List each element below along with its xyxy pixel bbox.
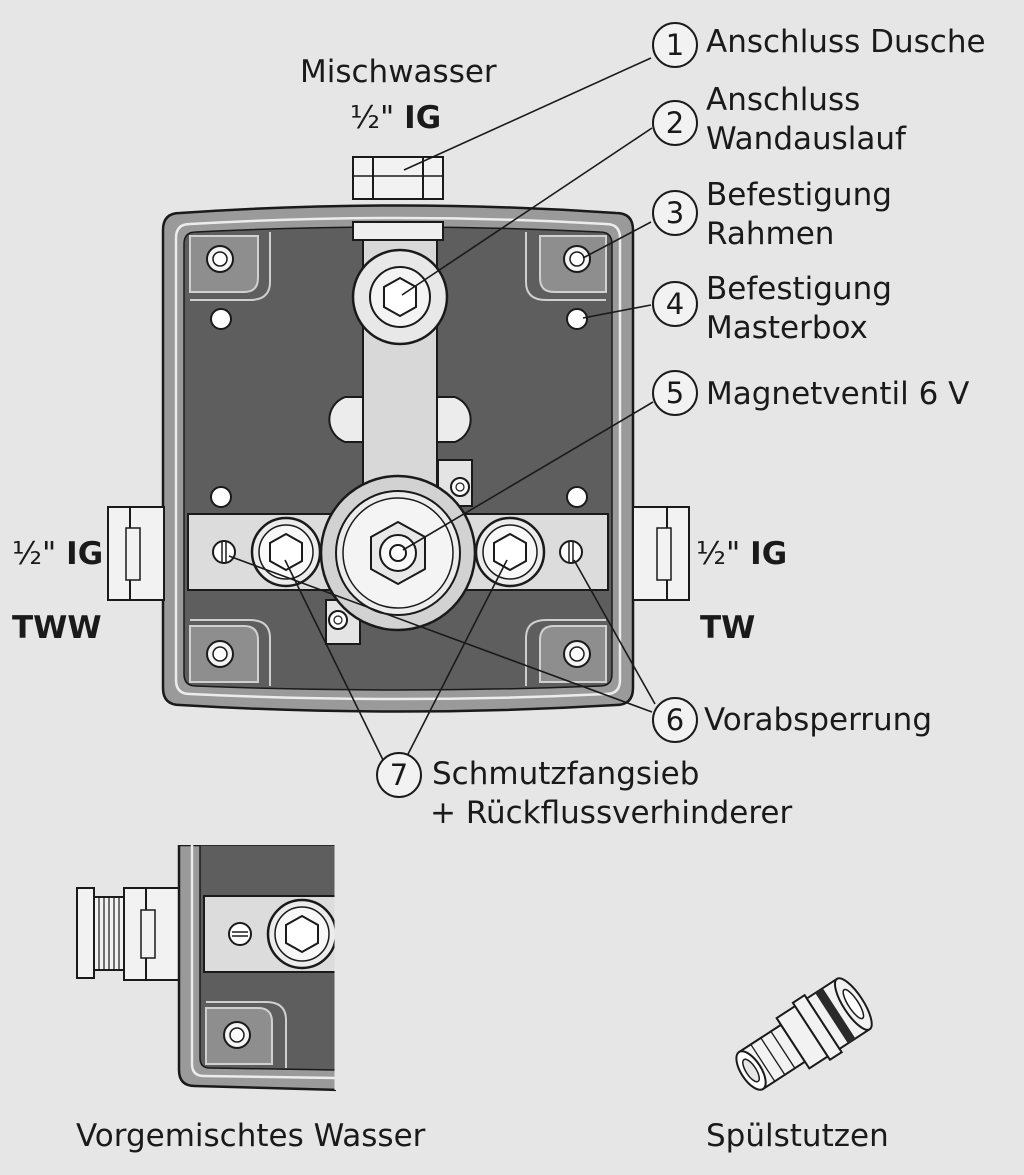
leader-lines <box>228 57 656 763</box>
caption-flushing-nozzle: Spülstutzen <box>706 1118 889 1154</box>
right-connection-thread: ½" IG <box>696 534 787 574</box>
callout-3-text-line1: Befestigung <box>706 177 892 213</box>
top-thread-unit: IG <box>404 100 442 136</box>
callout-4-text-line2: Masterbox <box>706 310 868 346</box>
frame-screws <box>206 245 591 668</box>
solenoid-valve <box>319 459 477 645</box>
right-connection-name: TW <box>700 610 756 646</box>
callout-5-number: 5 <box>652 370 698 416</box>
left-connection-thread: ½" IG <box>12 534 103 574</box>
callout-6-text: Vorabsperrung <box>704 702 933 738</box>
callout-2-text-line2: Wandauslauf <box>706 121 906 157</box>
right-thread-unit: IG <box>750 536 788 572</box>
left-thread-unit: IG <box>66 536 104 572</box>
callout-1-text: Anschluss Dusche <box>706 24 986 60</box>
threaded-nipple <box>76 887 181 981</box>
callout-2-text-line1: Anschluss <box>706 82 861 118</box>
callout-7-text-line2: + Rückflussverhinderer <box>430 795 793 831</box>
top-thread-fraction: ½" <box>350 100 395 136</box>
left-thread-fraction: ½" <box>12 536 57 572</box>
left-inlet-fitting <box>107 506 165 601</box>
masterbox-holes <box>210 308 588 508</box>
callout-3-number: 3 <box>652 190 698 236</box>
callout-2-number: 2 <box>652 100 698 146</box>
shutoff-screws <box>212 540 583 564</box>
top-connection-thread: ½" IG <box>350 98 441 138</box>
strainer-plugs <box>250 516 546 588</box>
callout-6-number: 6 <box>652 697 698 743</box>
right-thread-fraction: ½" <box>696 536 741 572</box>
right-inlet-fitting <box>632 506 690 601</box>
shower-connection <box>328 221 472 491</box>
callout-7-number: 7 <box>376 752 422 798</box>
callout-3-text-line2: Rahmen <box>706 216 835 252</box>
left-connection-name: TWW <box>12 610 102 646</box>
callout-5-text: Magnetventil 6 V <box>706 376 970 412</box>
caption-premixed-water: Vorgemischtes Wasser <box>76 1118 426 1154</box>
callout-4-text-line1: Befestigung <box>706 271 892 307</box>
premixed-water-detail <box>76 845 338 1092</box>
callout-4-number: 4 <box>652 281 698 327</box>
top-outlet-fitting <box>352 156 444 200</box>
callout-1-number: 1 <box>652 22 698 68</box>
callout-7-text-line1: Schmutzfangsieb <box>432 756 700 792</box>
flushing-nozzle <box>735 977 873 1091</box>
top-connection-label: Mischwasser <box>300 54 497 90</box>
